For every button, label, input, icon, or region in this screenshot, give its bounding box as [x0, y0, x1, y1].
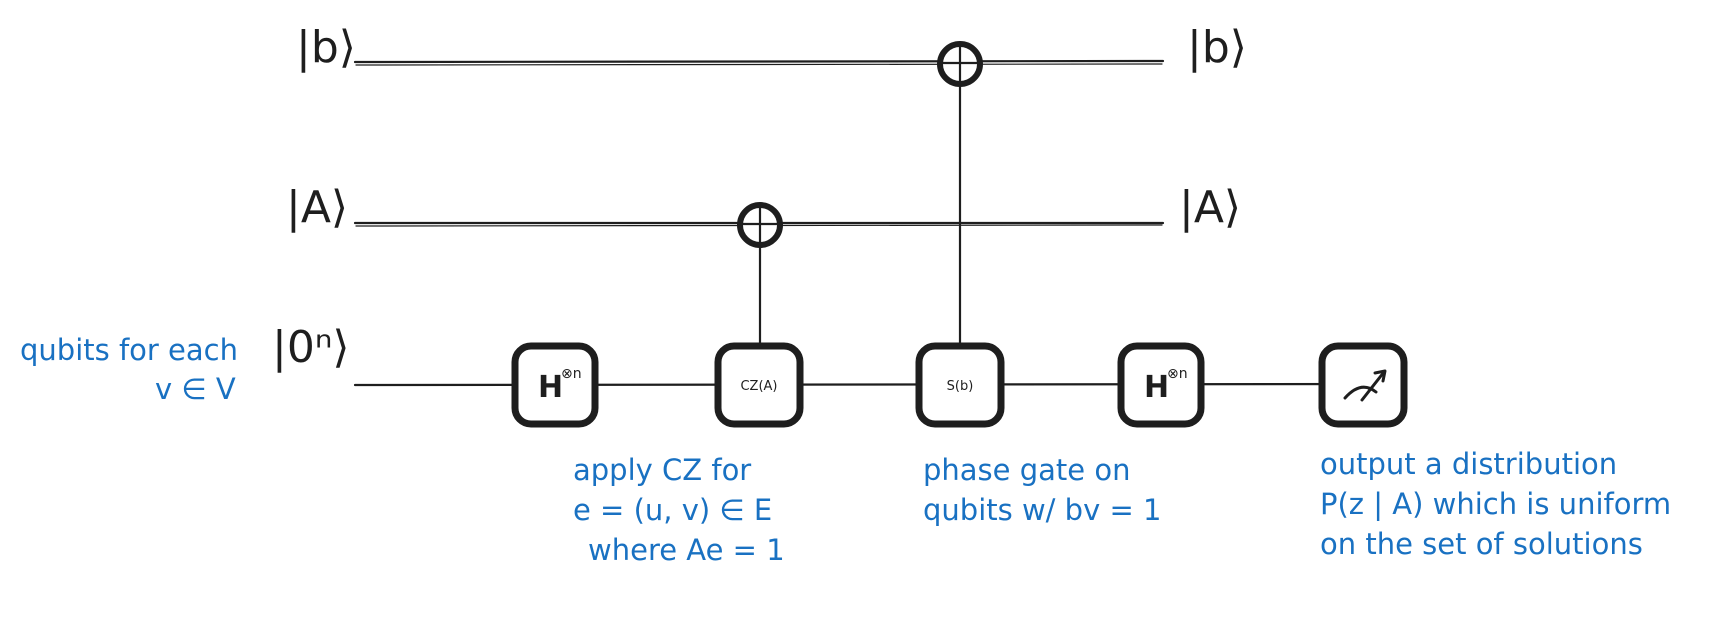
wire-b	[353, 59, 1165, 64]
hadamard-gate-1-exponent: ⊗n	[561, 366, 582, 382]
phase-gate: S(b)	[915, 342, 1005, 428]
note-phase-line1: phase gate on	[923, 453, 1130, 487]
hadamard-gate-1-H: H	[538, 370, 563, 405]
ket-A-left: |A⟩	[286, 182, 348, 233]
note-phase-line2: qubits w/ bv = 1	[923, 493, 1161, 527]
note-cz-line1: apply CZ for	[573, 453, 751, 487]
note-output-line2: P(z | A) which is uniform	[1320, 487, 1671, 521]
ket-A-right: |A⟩	[1179, 182, 1241, 233]
phase-gate-label: S(b)	[947, 379, 974, 394]
note-cz-line3: where Ae = 1	[588, 533, 785, 567]
hadamard-gate-2-H: H	[1144, 370, 1169, 405]
note-cz-line2: e = (u, v) ∈ E	[573, 493, 772, 527]
cz-gate: CZ(A)	[714, 342, 804, 428]
measurement-gate	[1318, 342, 1408, 428]
hadamard-gate-2-exponent: ⊗n	[1167, 366, 1188, 382]
hadamard-gate-1: H ⊗n	[511, 342, 599, 428]
note-qubits-line2: v ∈ V	[155, 372, 236, 406]
ket-b-left: |b⟩	[296, 22, 356, 73]
note-output-line3: on the set of solutions	[1320, 527, 1643, 561]
ket-b-right: |b⟩	[1187, 22, 1247, 73]
note-qubits-line1: qubits for each	[20, 333, 238, 367]
measurement-meter-icon	[1343, 369, 1387, 402]
wire-b-shadow	[355, 63, 1163, 66]
cz-gate-label: CZ(A)	[740, 379, 777, 394]
note-output-line1: output a distribution	[1320, 447, 1617, 481]
ket-zero: |0ⁿ⟩	[272, 322, 350, 373]
hadamard-gate-2: H ⊗n	[1117, 342, 1205, 428]
